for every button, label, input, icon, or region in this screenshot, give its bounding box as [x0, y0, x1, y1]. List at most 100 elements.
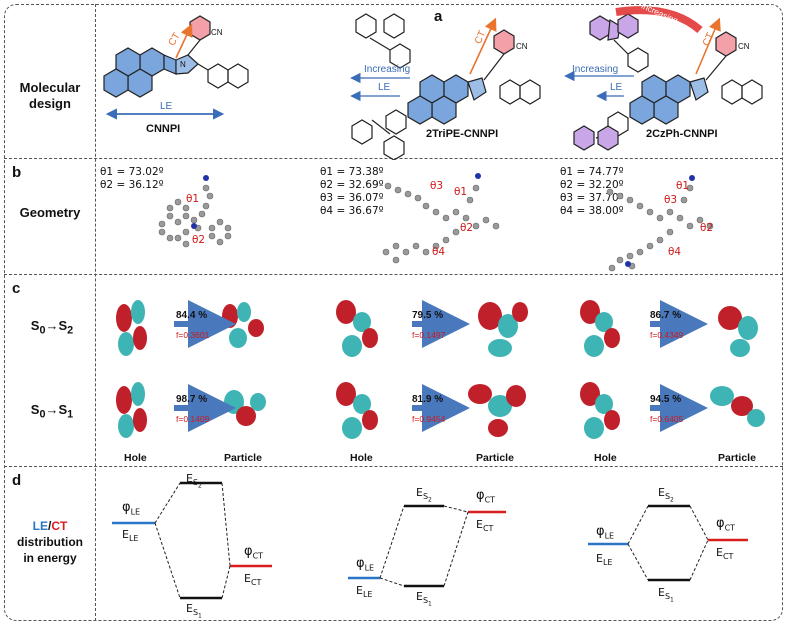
- molecule-2czph-structure: [573, 13, 763, 151]
- row-label-line: Molecular: [19, 80, 81, 95]
- percent-2czph-s2: 86.7 %: [650, 310, 682, 321]
- e-s2-2czph: ES2: [658, 486, 674, 504]
- divider-b-c: [4, 274, 783, 275]
- percent-cnnpi-s1: 98.7 %: [176, 394, 208, 405]
- hole-label-2tripe: Hole: [350, 452, 373, 464]
- angle-text: θ1 = 73.38º: [320, 166, 384, 178]
- n-label-cnnpi: N: [180, 60, 186, 69]
- angle-text: θ1 = 74.77º: [560, 166, 624, 178]
- molecule-cnnpi-structure: [103, 15, 249, 98]
- e-s1-2tripe: ES1: [416, 590, 432, 608]
- phi-le-2czph: φLE: [596, 524, 615, 541]
- row-label-s0-s1: S0→S1: [30, 402, 74, 421]
- cn-label-2czph: CN: [738, 42, 750, 51]
- particle-label-2czph: Particle: [718, 452, 756, 464]
- ball-stick-cnnpi: [158, 184, 232, 248]
- cn-label-2tripe: CN: [516, 42, 528, 51]
- geometry-angles-cnnpi: θ1 = 73.02º θ2 = 36.12º: [100, 166, 164, 192]
- panel-letter-c: c: [12, 280, 21, 297]
- panel-letter-a: a: [434, 8, 443, 25]
- geometry-angles-2czph: θ1 = 74.77º θ2 = 32.20º θ3 = 37.70º θ4 =…: [560, 166, 624, 218]
- orbitals-2tripe-s2: [336, 300, 528, 357]
- theta-marker-cnnpi-1: θ1: [186, 193, 200, 205]
- phi-ct-cnnpi: φCT: [244, 544, 264, 561]
- energy-diagram-2tripe: [348, 504, 506, 588]
- theta-marker-2czph-4: θ4: [668, 246, 682, 258]
- angle-text: θ4 = 38.00º: [560, 205, 624, 217]
- figure-frame: [4, 4, 783, 621]
- geometry-ball-stick-models: [158, 173, 714, 272]
- theta-marker-2tripe-3: θ3: [430, 180, 444, 192]
- hole-particle-orbitals: [116, 300, 765, 439]
- e-le-cnnpi: ELE: [122, 528, 139, 544]
- theta-marker-2czph-2: θ2: [700, 222, 714, 234]
- ball-stick-2czph: [606, 184, 714, 272]
- divider-a-b: [4, 158, 783, 159]
- orbitals-cnnpi-s2: [116, 300, 264, 356]
- energy-diagram-2czph: [588, 504, 748, 582]
- e-s1-2czph: ES1: [658, 586, 674, 604]
- orbitals-2czph-s1: [580, 382, 765, 439]
- phi-le-2tripe: φLE: [356, 556, 375, 573]
- percent-2tripe-s1: 81.9 %: [412, 394, 444, 405]
- row-label-geometry: Geometry: [19, 205, 81, 220]
- e-ct-2czph: ECT: [716, 546, 734, 562]
- e-s2-2tripe: ES2: [416, 486, 432, 504]
- ct-word: CT: [51, 519, 68, 533]
- particle-label-2tripe: Particle: [476, 452, 514, 464]
- cn-label-cnnpi: CN: [211, 28, 223, 37]
- molecule-2tripe-structure: [351, 13, 541, 160]
- molecule-name-cnnpi: CNNPI: [146, 123, 181, 135]
- oscillator-2tripe-s2: f=0.1497: [412, 330, 446, 340]
- molecule-name-2tripe: 2TriPE-CNNPI: [426, 128, 499, 140]
- theta-marker-2czph-1: θ1: [676, 180, 690, 192]
- orbitals-2tripe-s1: [336, 382, 526, 439]
- angle-text: θ1 = 73.02º: [100, 166, 164, 178]
- theta-marker-2tripe-2: θ2: [460, 222, 474, 234]
- oscillator-cnnpi-s1: f=0.1409: [176, 414, 210, 424]
- e-s2-cnnpi: ES2: [186, 472, 202, 490]
- label-column-divider: [95, 4, 96, 621]
- oscillator-cnnpi-s2: f=0.3601: [176, 330, 210, 340]
- ball-stick-2tripe: [382, 182, 500, 264]
- hole-label-2czph: Hole: [594, 452, 617, 464]
- percent-cnnpi-s2: 84.4 %: [176, 310, 208, 321]
- increasing-label-2tripe: Increasing: [364, 64, 411, 75]
- hole-label-cnnpi: Hole: [124, 452, 147, 464]
- angle-text: θ3 = 37.70º: [560, 192, 624, 204]
- e-le-2czph: ELE: [596, 552, 613, 568]
- panel-letter-d: d: [12, 472, 22, 489]
- row-label-distribution: LE/CT distribution in energy: [6, 518, 94, 566]
- increasing-label-2czph: Increasing: [572, 64, 619, 75]
- row-label-s0-s2: S0→S2: [30, 318, 74, 337]
- theta-marker-2czph-3: θ3: [664, 194, 678, 206]
- orbitals-2czph-s2: [580, 300, 758, 357]
- row-label-le-ct: LE/CT: [6, 518, 94, 534]
- oscillator-2czph-s2: f=0.4349: [650, 330, 684, 340]
- geometry-angles-2tripe: θ1 = 73.38º θ2 = 32.69º θ3 = 36.07º θ4 =…: [320, 166, 384, 218]
- row-label-line: in energy: [23, 551, 77, 565]
- phi-ct-2tripe: φCT: [476, 488, 496, 505]
- oscillator-2tripe-s1: f=0.9454: [412, 414, 446, 424]
- angle-text: θ2 = 36.12º: [100, 179, 164, 191]
- percent-2czph-s1: 94.5 %: [650, 394, 682, 405]
- molecular-structures: [103, 6, 763, 160]
- le-word: LE: [32, 519, 48, 533]
- row-label-line: design: [29, 96, 71, 111]
- energy-diagram-cnnpi: [112, 481, 272, 600]
- row-label-molecular-design: Molecular design: [8, 80, 92, 112]
- angle-text: θ3 = 36.07º: [320, 192, 384, 204]
- panel-letter-b: b: [12, 164, 22, 181]
- oscillator-2czph-s1: f=0.6405: [650, 414, 684, 424]
- molecule-name-2czph: 2CzPh-CNNPI: [646, 128, 718, 140]
- le-label-cnnpi: LE: [160, 101, 173, 112]
- angle-text: θ4 = 36.67º: [320, 205, 384, 217]
- le-label-2tripe: LE: [378, 82, 391, 93]
- angle-text: θ2 = 32.69º: [320, 179, 384, 191]
- theta-marker-2tripe-4: θ4: [432, 246, 446, 258]
- e-ct-2tripe: ECT: [476, 518, 494, 534]
- angle-text: θ2 = 32.20º: [560, 179, 624, 191]
- le-label-2czph: LE: [610, 82, 623, 93]
- percent-2tripe-s2: 79.5 %: [412, 310, 444, 321]
- e-ct-cnnpi: ECT: [244, 572, 262, 588]
